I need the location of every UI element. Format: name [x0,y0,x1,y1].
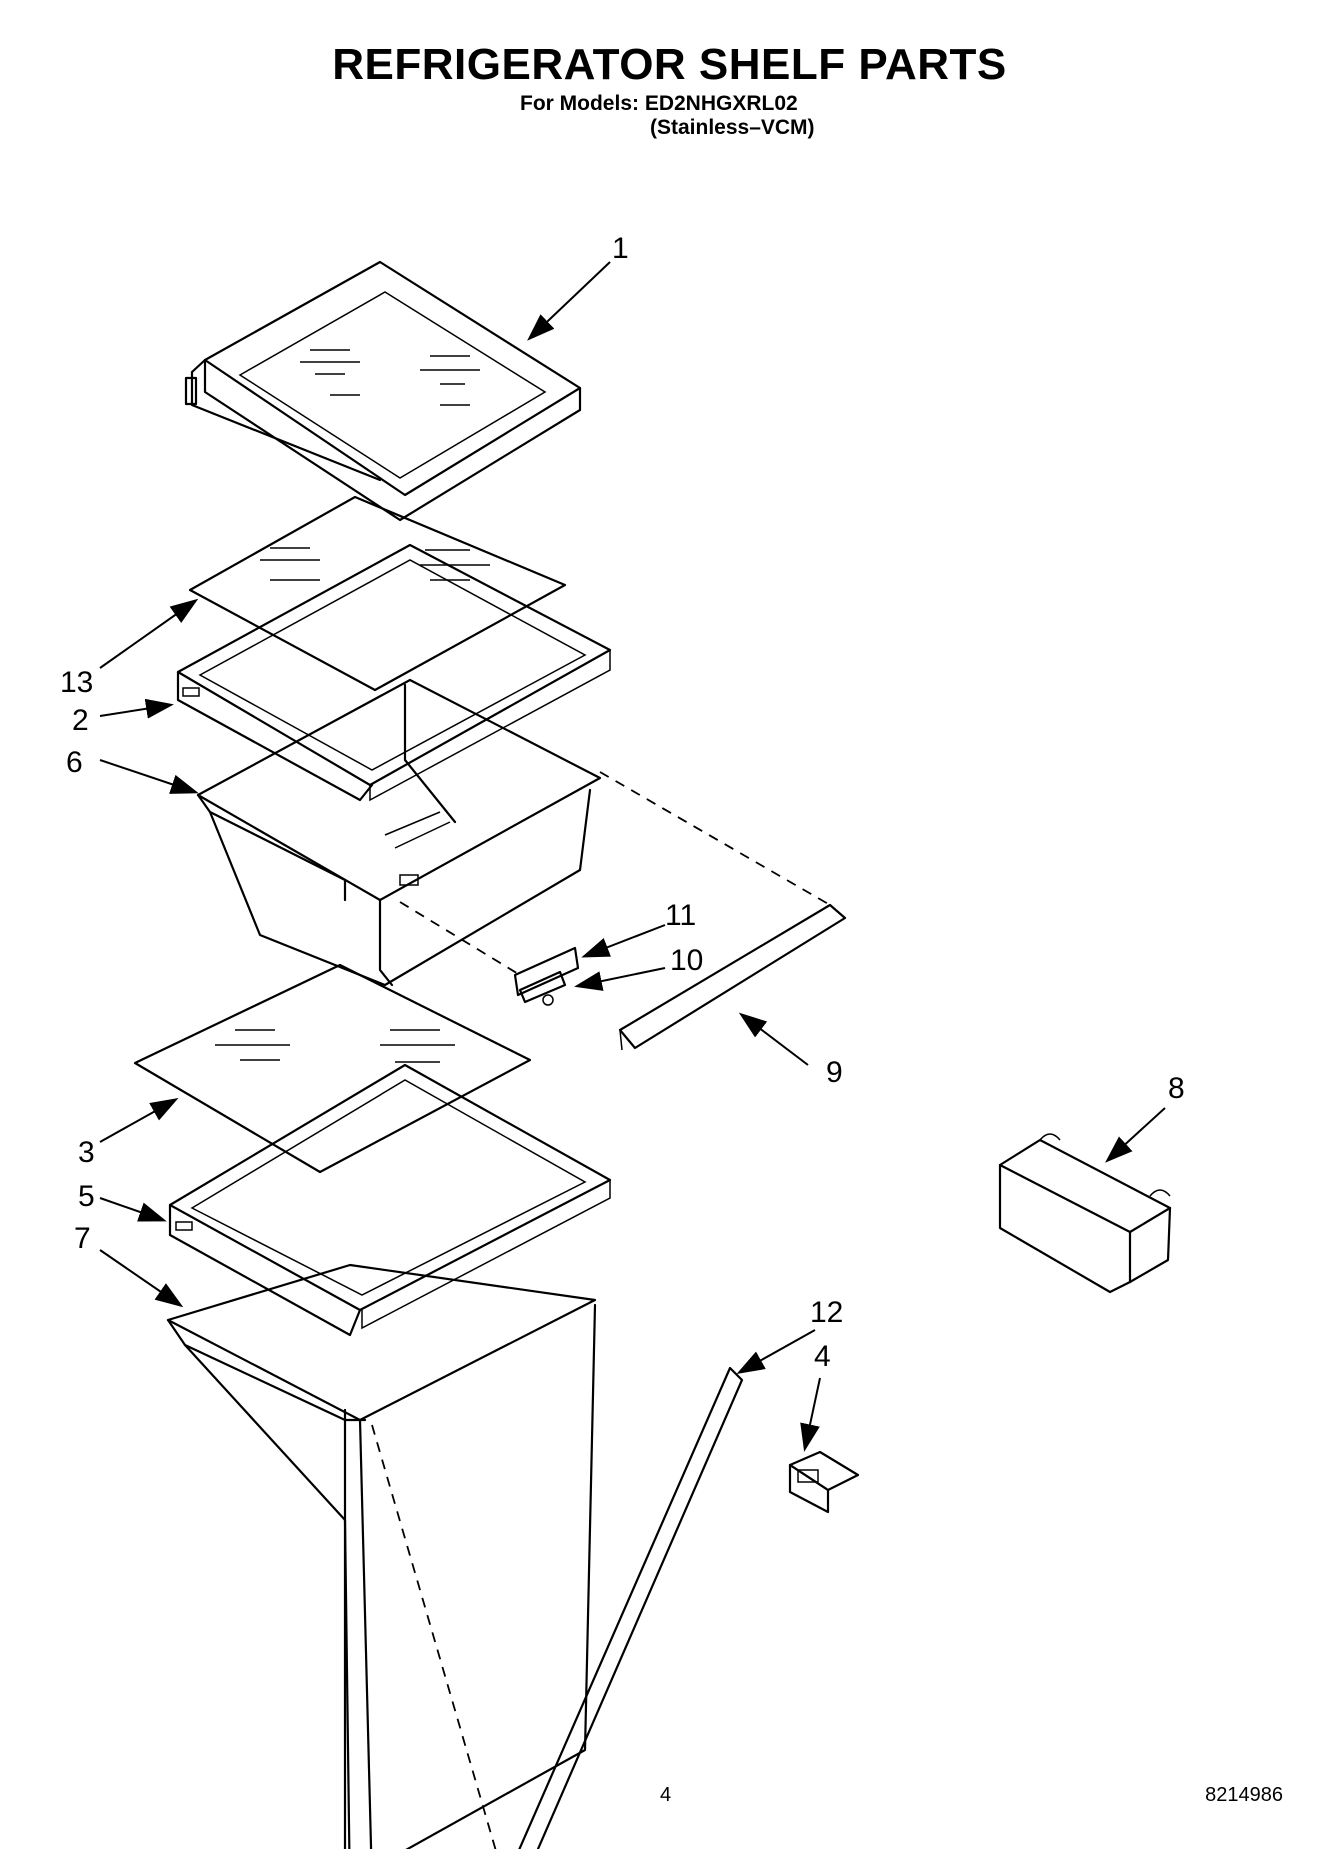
callout-13: 13 [60,666,93,699]
callout-2: 2 [72,704,89,737]
variant-line: (Stainless–VCM) [650,116,815,139]
callout-7: 7 [74,1222,91,1255]
callout-8: 8 [1168,1072,1185,1105]
part-9-crisper-rail-upper [618,903,847,1051]
callout-5: 5 [78,1180,95,1213]
part-3-glass-insert-lower [133,963,532,1174]
part-8-utility-bin [998,1133,1172,1294]
leader-9 [738,1012,809,1066]
models-line: For Models: ED2NHGXRL02 [520,92,798,115]
callout-4: 4 [814,1340,831,1373]
alignment-line-lower [371,1424,497,1849]
page-title: REFRIGERATOR SHELF PARTS [332,40,1007,89]
part-6-upper-crisper-drawer [196,678,602,987]
part-10-slide-clip [518,970,567,1006]
callout-10: 10 [670,944,703,977]
leader-7 [99,1249,184,1308]
leader-11 [581,924,666,958]
alignment-line-clip [399,901,521,976]
part-13-glass-insert [188,495,567,692]
callout-6: 6 [66,746,83,779]
part-1-glass-shelf [184,260,582,522]
leader-1 [527,261,611,341]
callout-11: 11 [665,899,696,932]
callout-9: 9 [826,1056,843,1089]
leader-5 [99,1197,167,1222]
callout-1: 1 [612,232,629,265]
leader-6 [99,759,199,794]
leader-2 [99,698,174,719]
leader-3 [99,1098,179,1143]
leader-10 [574,967,666,991]
part-5-crisper-cover-frame-lower [168,1063,612,1337]
part-4-cover-support [788,1450,860,1514]
leader-13 [99,598,199,669]
callout-12: 12 [810,1296,843,1329]
document-number: 8214986 [1205,1784,1283,1806]
part-12-crisper-rail-lower [518,1366,744,1849]
leader-8 [1105,1107,1166,1163]
part-7-lower-crisper-drawer [166,1263,597,1849]
alignment-line-upper [599,771,831,906]
page-number: 4 [660,1784,672,1806]
part-11-slide-label [513,946,580,997]
callout-3: 3 [78,1136,95,1169]
part-2-crisper-cover-frame [176,543,612,802]
leader-12 [736,1329,816,1374]
leader-4 [800,1377,821,1452]
